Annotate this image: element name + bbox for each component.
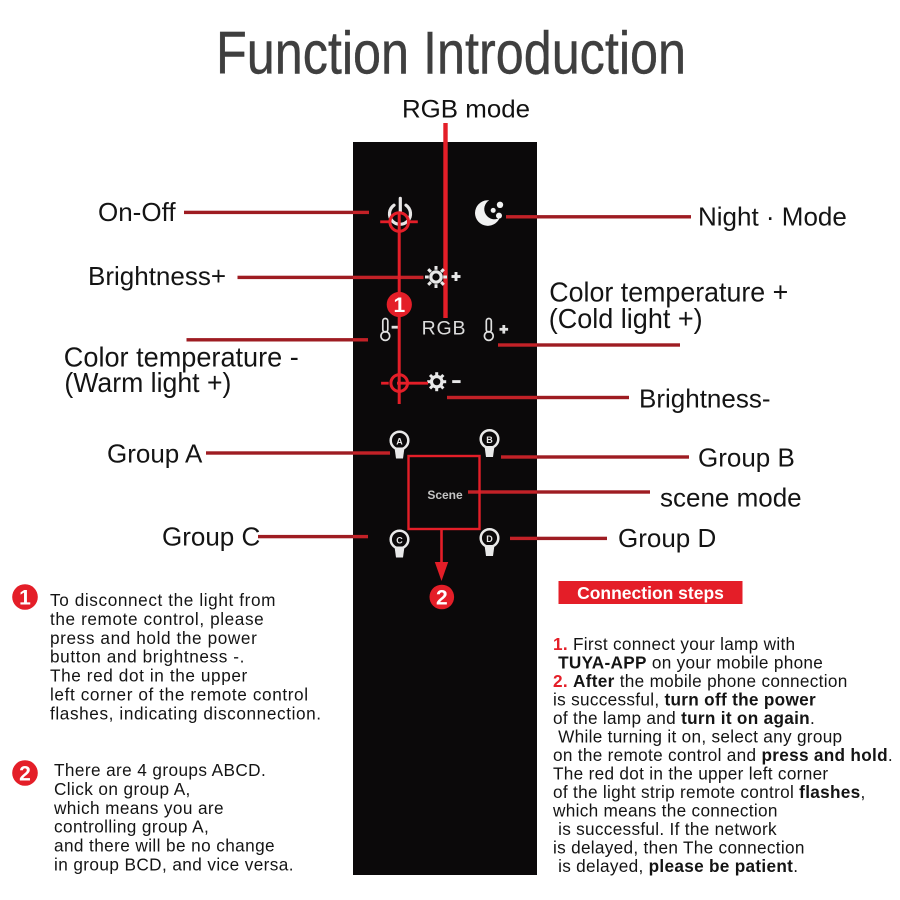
svg-text:is successful, turn off the po: is successful, turn off the power	[553, 690, 816, 710]
svg-text:Group D: Group D	[618, 523, 716, 553]
svg-text:of the lamp and turn it on aga: of the lamp and turn it on again.	[553, 708, 815, 728]
svg-text:is successful. If the network: is successful. If the network	[553, 819, 777, 839]
svg-text:is delayed, then The connectio: is delayed, then The connection	[553, 838, 805, 858]
svg-text:To disconnect the light from: To disconnect the light from	[50, 590, 276, 610]
svg-text:on the remote control and pres: on the remote control and press and hold…	[553, 745, 893, 765]
svg-text:Brightness+: Brightness+	[88, 261, 226, 291]
svg-text:press and hold the power: press and hold the power	[50, 628, 257, 648]
svg-text:(Cold light +): (Cold light +)	[549, 303, 703, 334]
svg-text:and there will be no change: and there will be no change	[54, 836, 275, 856]
svg-text:Click on group A,: Click on group A,	[54, 779, 191, 799]
svg-text:scene mode: scene mode	[660, 483, 802, 513]
svg-text:1. First connect your lamp wit: 1. First connect your lamp with	[553, 634, 795, 654]
svg-text:TUYA-APP on your mobile phone: TUYA-APP on your mobile phone	[553, 653, 823, 673]
svg-text:which means the connection: which means the connection	[552, 801, 778, 821]
svg-text:Group C: Group C	[162, 522, 260, 552]
svg-text:controlling group A,: controlling group A,	[54, 817, 209, 837]
svg-text:The red dot in the upper left: The red dot in the upper left corner	[553, 764, 828, 784]
svg-text:Brightness-: Brightness-	[639, 384, 771, 414]
svg-text:Group A: Group A	[107, 439, 203, 469]
svg-text:1: 1	[393, 294, 405, 317]
svg-text:1: 1	[19, 587, 31, 610]
svg-text:Scene: Scene	[427, 488, 463, 502]
svg-text:A: A	[396, 437, 403, 447]
svg-text:RGB mode: RGB mode	[402, 96, 530, 124]
svg-text:On-Off: On-Off	[98, 197, 176, 227]
svg-text:is delayed, please be patient.: is delayed, please be patient.	[553, 856, 798, 876]
svg-text:There are 4 groups ABCD.: There are 4 groups ABCD.	[54, 760, 266, 780]
svg-text:Connection steps: Connection steps	[577, 583, 724, 603]
svg-text:While turning it on, select an: While turning it on, select any group	[553, 727, 842, 747]
svg-text:Function Introduction: Function Introduction	[216, 20, 686, 87]
svg-text:of the light strip remote cont: of the light strip remote control flashe…	[553, 782, 866, 802]
svg-text:the remote control, please: the remote control, please	[50, 609, 264, 629]
svg-text:Color temperature +: Color temperature +	[549, 277, 788, 308]
svg-text:flashes, indicating disconnect: flashes, indicating disconnection.	[50, 703, 322, 723]
svg-text:RGB: RGB	[422, 318, 467, 340]
svg-text:in group BCD, and vice versa.: in group BCD, and vice versa.	[54, 855, 294, 875]
svg-text:C: C	[396, 536, 403, 546]
svg-text:Group B: Group B	[698, 443, 795, 473]
svg-text:B: B	[486, 435, 493, 445]
svg-text:left corner of the remote cont: left corner of the remote control	[50, 685, 309, 705]
svg-text:Color temperature -: Color temperature -	[64, 342, 299, 373]
svg-text:2: 2	[19, 763, 31, 786]
svg-text:The red dot in the upper: The red dot in the upper	[50, 666, 248, 686]
svg-text:D: D	[486, 534, 493, 544]
svg-text:Night · Mode: Night · Mode	[698, 202, 847, 232]
svg-text:(Warm light +): (Warm light +)	[64, 367, 231, 398]
svg-text:2. After the mobile phone conn: 2. After the mobile phone connection	[553, 671, 848, 691]
svg-text:2: 2	[436, 587, 448, 610]
svg-text:which means you are: which means you are	[53, 798, 224, 818]
svg-text:button and brightness -.: button and brightness -.	[50, 647, 245, 667]
